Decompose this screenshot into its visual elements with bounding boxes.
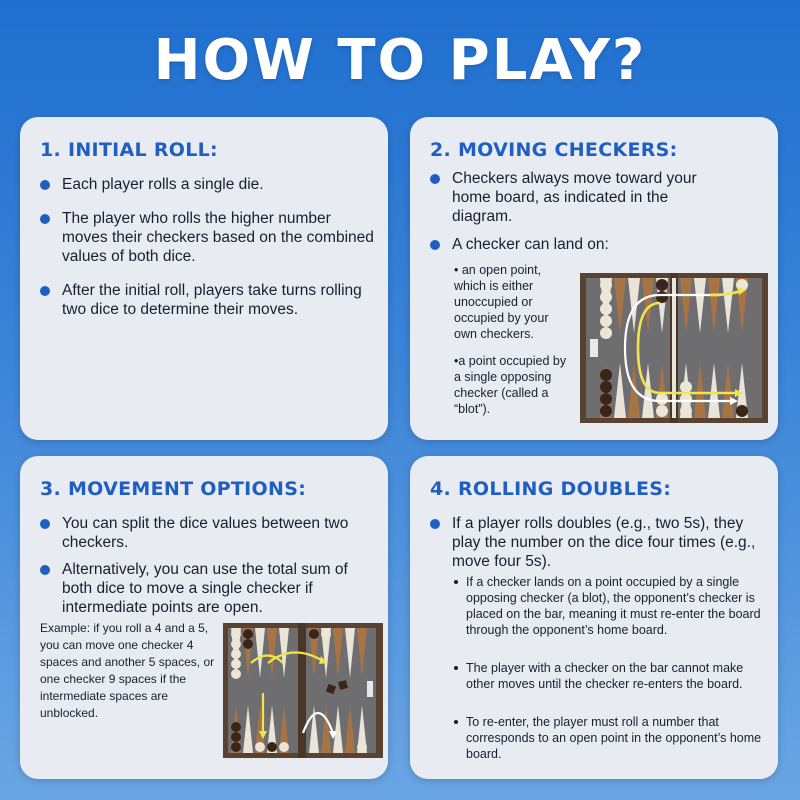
bullet-item: Each player rolls a single die. [40, 175, 370, 194]
bullet-item: Alternatively, you can use the total sum… [40, 560, 376, 617]
backgammon-board-diagram [580, 273, 768, 423]
bullet-item: If a player rolls doubles (e.g., two 5s)… [430, 514, 760, 571]
bullet-item: The player who rolls the higher number m… [40, 209, 376, 266]
bullet-item: Checkers always move toward your home bo… [430, 169, 730, 226]
card-rolling-doubles: 4. ROLLING DOUBLES: If a player rolls do… [410, 456, 778, 779]
bullet-item: After the initial roll, players take tur… [40, 281, 376, 319]
example-text: Example: if you roll a 4 and a 5, you ca… [40, 621, 215, 720]
sub-point: • an open point, which is either unoccup… [454, 263, 549, 341]
sub-point: To re-enter, the player must roll a numb… [454, 714, 766, 762]
card-heading: 3. MOVEMENT OPTIONS: [40, 478, 307, 500]
card-movement-options: 3. MOVEMENT OPTIONS: You can split the d… [20, 456, 388, 779]
card-heading: 4. ROLLING DOUBLES: [430, 478, 672, 500]
bullet-item: A checker can land on: [430, 235, 730, 254]
movement-board-diagram [223, 623, 383, 758]
sub-point: If a checker lands on a point occupied b… [454, 574, 766, 638]
card-initial-roll: 1. INITIAL ROLL: Each player rolls a sin… [20, 117, 388, 440]
sub-point: The player with a checker on the bar can… [454, 660, 766, 692]
sub-point: •a point occupied by a single opposing c… [454, 354, 567, 416]
card-moving-checkers: 2. MOVING CHECKERS: Checkers always move… [410, 117, 778, 440]
card-heading: 2. MOVING CHECKERS: [430, 139, 678, 161]
page-title: HOW TO PLAY? [153, 28, 647, 93]
card-heading: 1. INITIAL ROLL: [40, 139, 218, 161]
bullet-item: You can split the dice values between tw… [40, 514, 370, 552]
